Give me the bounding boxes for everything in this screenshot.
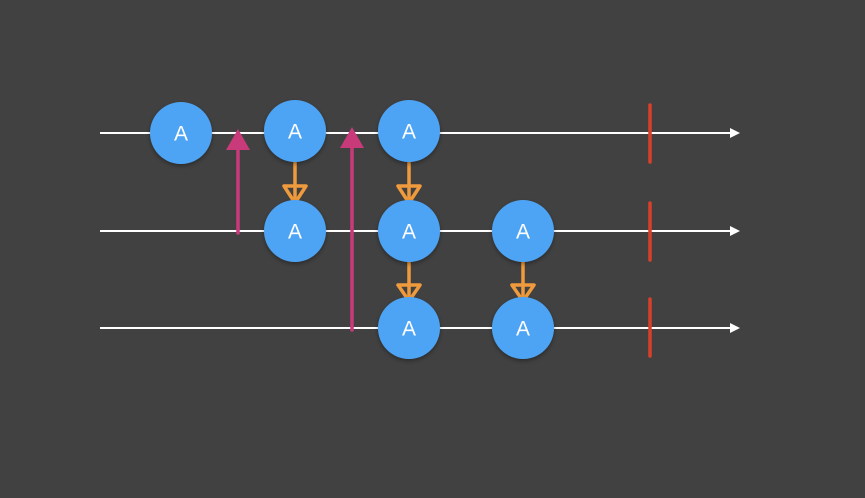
timeline-1-arrowhead — [730, 128, 740, 138]
emit-arrow-2 — [396, 161, 422, 205]
node-label: A — [402, 121, 416, 144]
timeline-2-node-3: A — [492, 200, 554, 262]
node-circle — [492, 297, 554, 359]
emit-arrow-4 — [510, 260, 536, 303]
node-label: A — [402, 318, 416, 341]
node-label: A — [288, 121, 302, 144]
timeline-3-arrowhead — [730, 323, 740, 333]
node-circle — [150, 102, 212, 164]
timeline-2-node-2: A — [378, 200, 440, 262]
node-circle — [378, 100, 440, 162]
node-label: A — [516, 318, 530, 341]
node-label: A — [288, 221, 302, 244]
node-circle — [264, 200, 326, 262]
node-label: A — [402, 221, 416, 244]
subscribe-arrow-1 — [226, 129, 250, 235]
timeline-3-node-1: A — [378, 297, 440, 359]
emit-arrow-1 — [282, 161, 308, 205]
timeline-1-node-1: A — [150, 102, 212, 164]
node-label: A — [516, 221, 530, 244]
node-label: A — [174, 123, 188, 146]
timeline-2-arrowhead — [730, 226, 740, 236]
timeline-2-node-1: A — [264, 200, 326, 262]
timeline-1-node-2: A — [264, 100, 326, 162]
emit-arrow-3 — [396, 260, 422, 303]
timeline-1-node-3: A — [378, 100, 440, 162]
node-circle — [378, 297, 440, 359]
node-circle — [492, 200, 554, 262]
subscribe-arrow-2 — [340, 127, 364, 332]
node-circle — [378, 200, 440, 262]
timeline-3-node-2: A — [492, 297, 554, 359]
node-circle — [264, 100, 326, 162]
